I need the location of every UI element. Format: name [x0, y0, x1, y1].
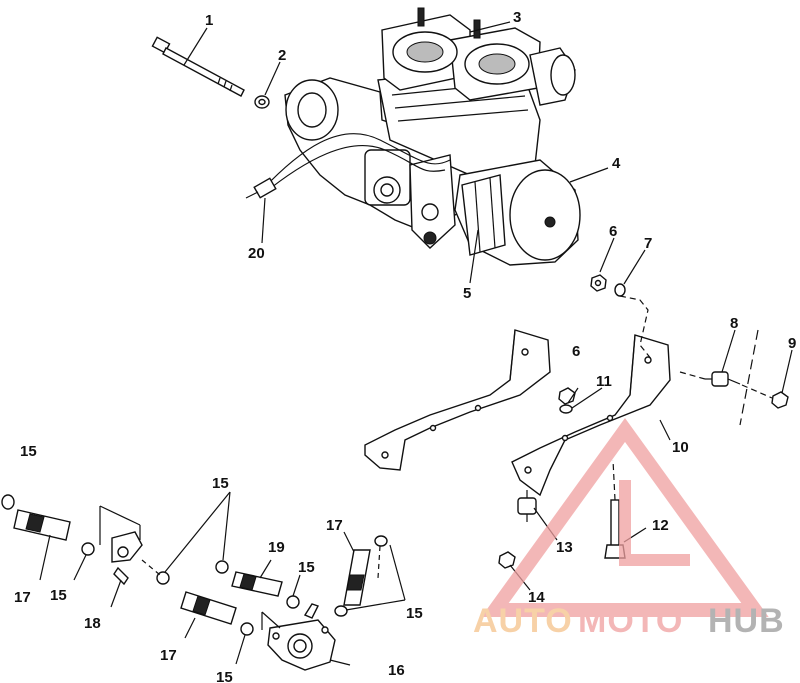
hose-clamp [334, 535, 388, 617]
callout-14: 14 [528, 589, 545, 606]
rubber-mount [705, 371, 741, 387]
engine-mount-bracket-left [364, 329, 551, 471]
rubber-mount-13 [517, 490, 537, 522]
callout-15-right: 15 [406, 605, 423, 622]
engine-assembly [245, 7, 581, 266]
callout-15-bottom: 15 [216, 669, 233, 683]
watermark-hub: HUB [708, 602, 785, 640]
tee-fitting [99, 505, 143, 586]
callout-19: 19 [268, 539, 285, 556]
engine-mount-bracket-right [511, 334, 671, 497]
nut-9 [771, 391, 789, 409]
callout-18: 18 [84, 615, 101, 632]
automotohub-watermark: AUTO MOTO HUB [473, 418, 785, 640]
callout-2: 2 [278, 47, 286, 64]
callout-15-far-left: 15 [20, 443, 37, 460]
callout-3: 3 [513, 9, 521, 26]
nut-lower [558, 387, 576, 405]
engine-mount-bolt [151, 36, 245, 97]
hose-clamp [1, 494, 15, 510]
lock-washer [614, 283, 626, 297]
callout-5: 5 [463, 285, 471, 302]
callout-15-top: 15 [212, 475, 229, 492]
nut-14 [498, 551, 516, 569]
washer [254, 95, 270, 109]
hose-clamp [215, 560, 254, 636]
watermark-auto: AUTO [473, 602, 573, 640]
coolant-hose-left [13, 509, 71, 541]
callout-4: 4 [612, 155, 621, 172]
hose-clamp [286, 595, 300, 609]
callout-13: 13 [556, 539, 573, 556]
callout-12: 12 [652, 517, 669, 534]
callout-8: 8 [730, 315, 738, 332]
coolant-hose-vertical [343, 549, 371, 606]
callout-15-left: 15 [50, 587, 67, 604]
water-outlet-housing [261, 603, 336, 671]
coolant-hose-middle [180, 591, 237, 625]
callout-10: 10 [672, 439, 689, 456]
callout-15-middle: 15 [298, 559, 315, 576]
hose-clamp [156, 571, 170, 585]
callout-17-left: 17 [14, 589, 31, 606]
callout-1: 1 [205, 12, 213, 29]
callout-17-bottom: 17 [160, 647, 177, 664]
watermark-moto: MOTO [578, 602, 683, 640]
callout-11: 11 [596, 373, 612, 390]
callout-17-right: 17 [326, 517, 343, 534]
callout-labels: 1 2 3 4 5 6 7 8 9 10 11 6 12 13 14 15 15… [14, 9, 796, 683]
callout-7: 7 [644, 235, 652, 252]
washer-11 [559, 404, 573, 414]
callout-6-lower: 6 [572, 343, 580, 360]
hose-clamp [81, 542, 95, 556]
callout-16: 16 [388, 662, 405, 679]
callout-20: 20 [248, 245, 265, 262]
callout-6-upper: 6 [609, 223, 617, 240]
callout-9: 9 [788, 335, 796, 352]
watermark-triangle-logo [481, 418, 769, 617]
bypass-hose [231, 571, 283, 597]
nut-upper [590, 274, 607, 292]
